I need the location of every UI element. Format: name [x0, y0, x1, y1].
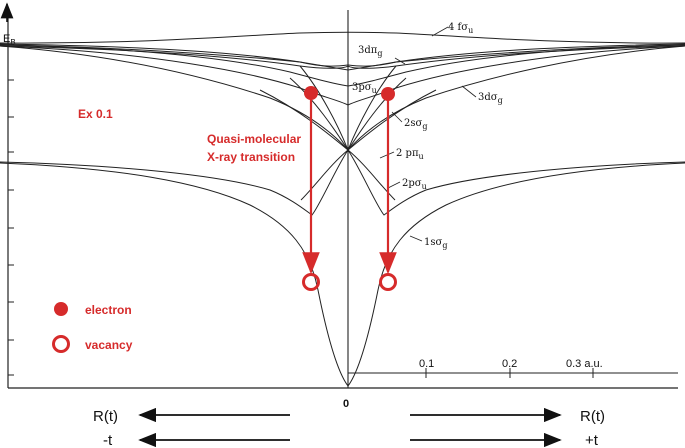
label-3psu: 3pσu	[352, 82, 377, 95]
legend-electron-marker	[54, 302, 68, 316]
label-2ssg: 2sσg	[404, 118, 427, 131]
r-tick-0-1: 0.1	[419, 358, 434, 370]
energy-axis-label: EB	[3, 33, 16, 47]
transition-arrows	[302, 98, 397, 275]
time-arrows	[138, 407, 562, 448]
transition-label-line1: Quasi-molecular	[207, 132, 301, 146]
curve-2psu	[0, 149, 685, 216]
legend-vacancy-marker	[52, 335, 70, 353]
transition-label-line2: X-ray transition	[207, 150, 295, 164]
electron-right	[381, 87, 395, 101]
label-2psu: 2pσu	[402, 178, 427, 191]
label-4fsu: 4 fσu	[448, 22, 473, 35]
energy-ticks	[8, 44, 14, 376]
r-tick-0-2: 0.2	[502, 358, 517, 370]
label-1ssg: 1sσg	[424, 237, 447, 250]
r-right-label: R(t)	[580, 408, 605, 425]
example-label: Ex 0.1	[78, 107, 113, 121]
vacancy-left	[302, 273, 320, 291]
label-3dsg: 3dσg	[478, 92, 503, 105]
origin-label: 0	[343, 398, 349, 410]
label-3dpg: 3dπg	[358, 45, 382, 58]
curve-top-2	[0, 45, 685, 69]
t-left-label: -t	[103, 432, 113, 448]
legend-vacancy-label: vacancy	[85, 338, 133, 352]
label-2ppu: 2 pπu	[396, 148, 424, 161]
r-tick-0-3: 0.3 a.u.	[566, 358, 603, 370]
curve-3dpg	[0, 44, 685, 71]
electron-left	[304, 86, 318, 100]
curve-top-1	[0, 43, 685, 67]
curve-3psu	[0, 45, 685, 106]
curve-1ssg	[0, 162, 685, 387]
t-right-label: +t	[585, 432, 599, 448]
orbital-curves	[0, 31, 685, 387]
curve-2ssg	[0, 45, 685, 151]
energy-axis: EB	[0, 2, 16, 388]
r-left-label: R(t)	[93, 408, 118, 425]
legend: electron vacancy	[52, 302, 133, 353]
vacancy-right	[379, 273, 397, 291]
r-axis: 0.1 0.2 0.3 a.u. 0	[8, 358, 678, 410]
orbital-labels: 4 fσu 3dπg 3dσg 3pσu 2sσg 2 pπu 2pσu 1sσ…	[352, 22, 503, 250]
curve-4fsu	[0, 31, 685, 44]
legend-electron-label: electron	[85, 303, 132, 317]
curve-3dsg	[0, 44, 685, 87]
